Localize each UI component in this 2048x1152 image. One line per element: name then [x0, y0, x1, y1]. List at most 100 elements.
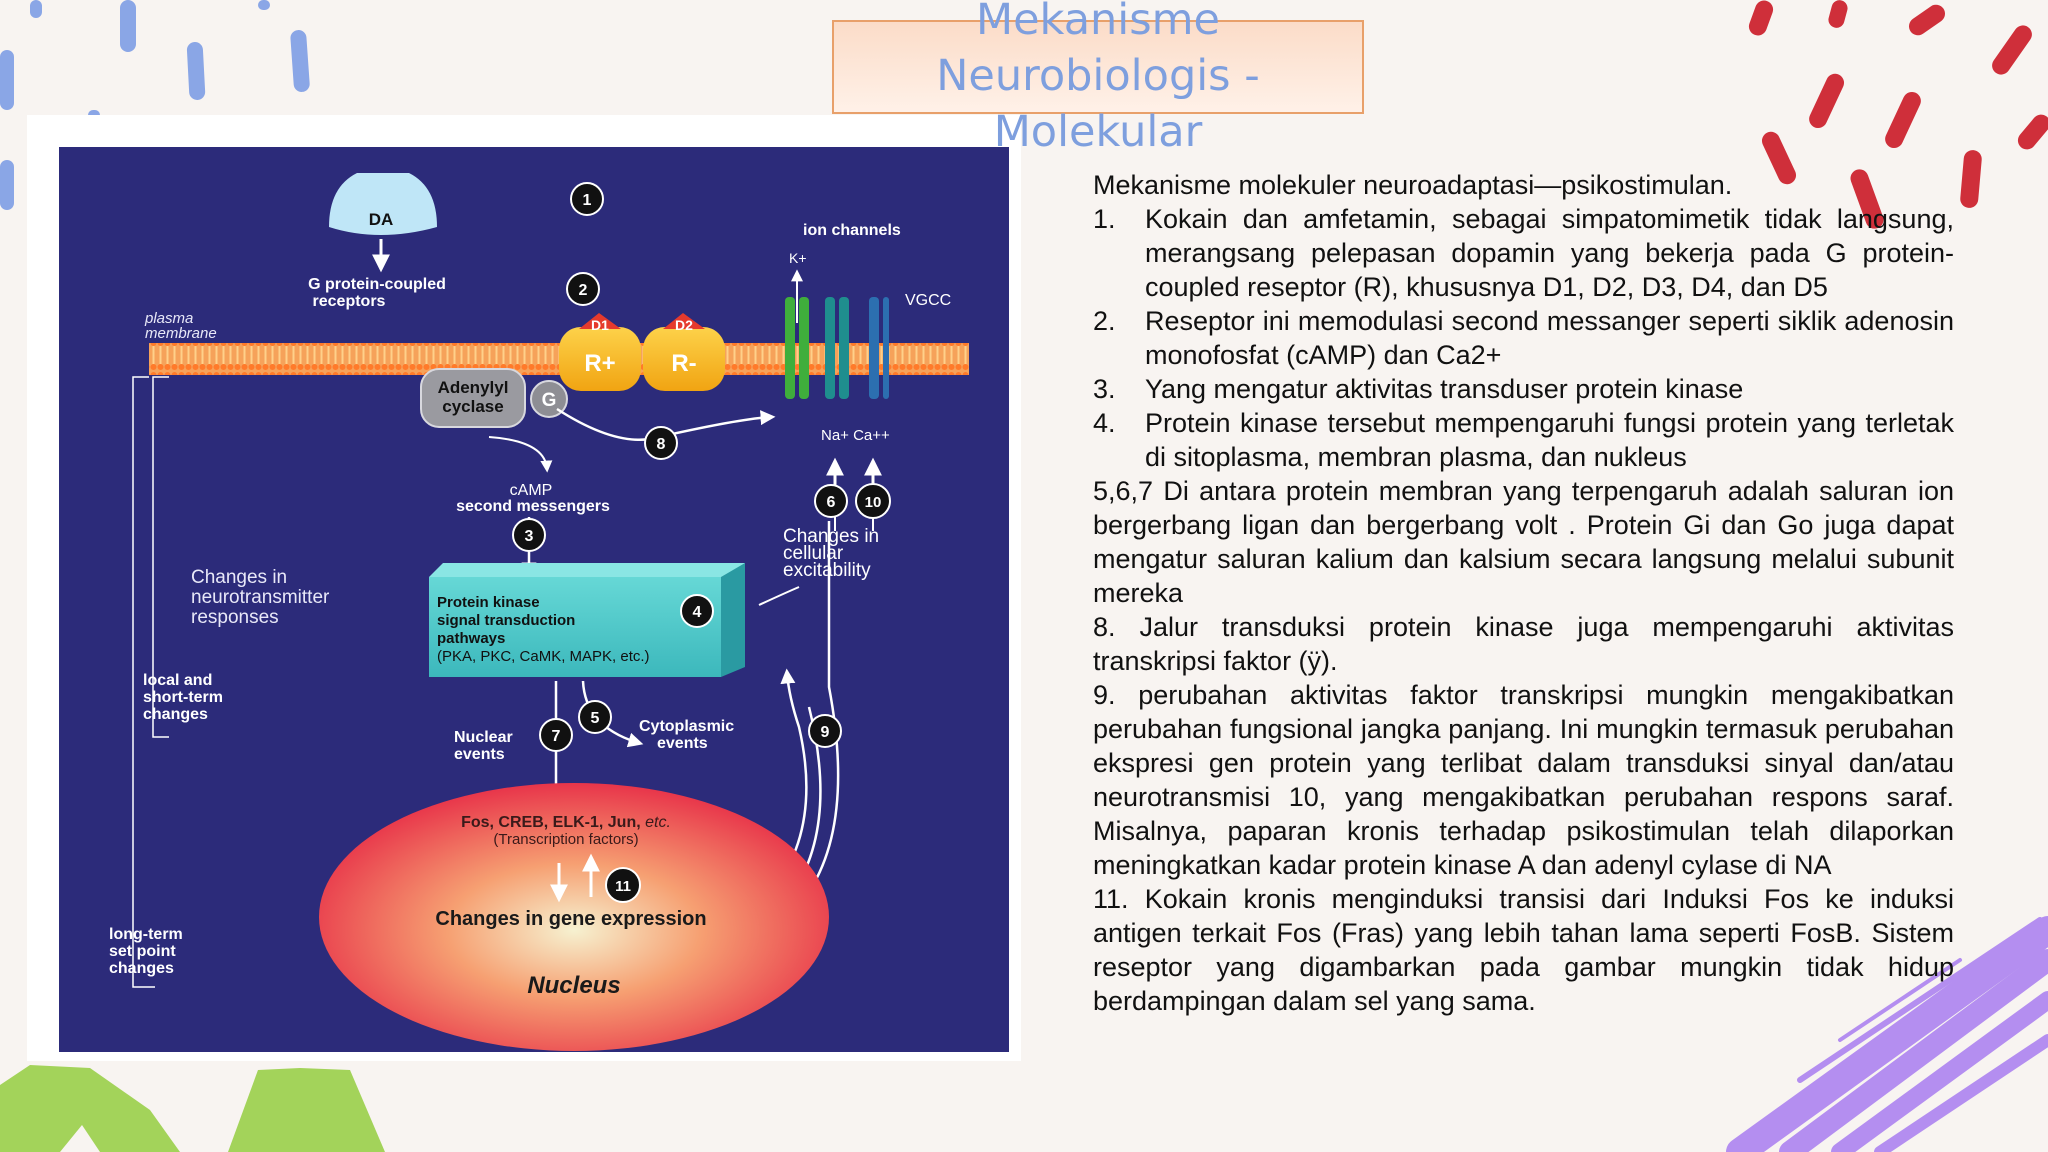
list-item-text: Kokain dan amfetamin, sebagai simpatomim… [1145, 204, 1954, 302]
step-badge-7: 7 [539, 718, 573, 752]
list-item-number: 3. [1093, 374, 1116, 404]
long-term-line2: set point [109, 943, 176, 960]
local-short-line2: short-term [143, 689, 223, 706]
svg-text:9: 9 [821, 724, 830, 741]
blue-brush-strokes [0, 0, 310, 210]
purple-brush-strokes [1726, 916, 2048, 1152]
paragraph: 5,6,7 Di antara protein membran yang ter… [1093, 476, 1954, 608]
title-box: Mekanisme Neurobiologis - Molekular [832, 0, 1364, 157]
k-channel [785, 297, 809, 399]
nuclear-events-line1: Nuclear [454, 729, 513, 746]
excitability-line3: excitability [783, 560, 871, 581]
da-label: DA [369, 210, 394, 229]
step-badge-3: 3 [512, 518, 546, 552]
tf-sub-label: (Transcription factors) [493, 831, 638, 848]
green-brush-shapes [0, 1065, 385, 1152]
neurotransmitter-line1: Changes in [191, 567, 287, 588]
svg-text:Protein kinase: Protein kinase [437, 594, 540, 611]
svg-text:8: 8 [657, 436, 666, 453]
intro-line: Mekanisme molekuler neuroadaptasi—psikos… [1093, 170, 1733, 200]
list-item: 3. Yang mengatur aktivitas transduser pr… [1093, 372, 1954, 406]
nucleus-label: Nucleus [527, 972, 620, 999]
neurotransmitter-line3: responses [191, 607, 279, 628]
gpcr-label-line2: receptors [313, 293, 386, 310]
svg-text:cyclase: cyclase [442, 397, 503, 416]
gpcr-label-line1: G protein-coupled [308, 276, 446, 293]
cytoplasmic-events-line2: events [657, 735, 708, 752]
svg-text:Adenylyl: Adenylyl [438, 378, 509, 397]
receptor-r-plus: D1 R+ [559, 313, 641, 391]
dopamine-shape [329, 173, 437, 235]
plasma-label-line1: plasma [144, 310, 193, 327]
neurotransmitter-line2: neurotransmitter [191, 587, 330, 608]
list-item: 4. Protein kinase tersebut mempengaruhi … [1093, 406, 1954, 474]
svg-text:signal transduction: signal transduction [437, 612, 575, 629]
step-badge-1: 1 [570, 182, 604, 216]
paragraph: 11. Kokain kronis menginduksi transisi d… [1093, 884, 1954, 1016]
list-item: 1. Kokain dan amfetamin, sebagai simpato… [1093, 202, 1954, 304]
r-plus-label: R+ [584, 350, 615, 377]
neuroadaptation-diagram: DA G protein-coupled receptors plasma me… [59, 147, 1009, 1052]
g-protein-label: G [542, 390, 557, 411]
svg-text:2: 2 [579, 282, 588, 299]
svg-text:6: 6 [827, 494, 836, 511]
step-badge-9: 9 [808, 714, 842, 748]
paragraph: 8. Jalur transduksi protein kinase juga … [1093, 612, 1954, 676]
step-badge-4: 4 [680, 594, 714, 628]
list-item-text: Reseptor ini memodulasi second messanger… [1145, 306, 1954, 370]
d2-label: D2 [675, 317, 693, 333]
list-item-text: Protein kinase tersebut mempengaruhi fun… [1145, 408, 1954, 472]
svg-text:pathways: pathways [437, 630, 505, 647]
adenylyl-cyclase: Adenylyl cyclase G [420, 368, 568, 428]
step-badge-11: 11 [605, 867, 641, 903]
step-badge-5: 5 [578, 700, 612, 734]
list-item-text: Yang mengatur aktivitas transduser prote… [1145, 374, 1744, 404]
nucleus [319, 783, 829, 1051]
k-label: K+ [789, 250, 807, 266]
step-badge-8: 8 [644, 426, 678, 460]
camp-label: cAMP [510, 482, 553, 499]
list-item-number: 2. [1093, 306, 1116, 336]
step-badge-6: 6 [814, 484, 848, 518]
svg-text:5: 5 [591, 710, 600, 727]
plasma-label-line2: membrane [145, 325, 217, 342]
gene-expression-label: Changes in gene expression [435, 908, 706, 930]
pk-examples-label: (PKA, PKC, CaMK, MAPK, etc.) [437, 648, 650, 665]
vgcc-label: VGCC [905, 292, 951, 309]
local-short-line1: local and [143, 672, 212, 689]
list-item: 2. Reseptor ini memodulasi second messan… [1093, 304, 1954, 372]
red-brush-strokes [1748, 0, 2048, 229]
ion-channels-label: ion channels [803, 222, 901, 239]
svg-text:3: 3 [525, 528, 534, 545]
list-item-number: 4. [1093, 408, 1116, 438]
step-badge-10: 10 [855, 483, 891, 519]
list-item-number: 1. [1093, 204, 1116, 234]
long-term-line1: long-term [109, 926, 183, 943]
second-messengers-label: second messengers [456, 498, 610, 515]
svg-text:4: 4 [693, 604, 702, 621]
tf-names-label: Fos, CREB, ELK-1, Jun, etc. [461, 814, 671, 831]
na-channel [825, 297, 849, 399]
svg-text:7: 7 [552, 728, 561, 745]
short-term-bracket [152, 376, 169, 738]
description-text: Mekanisme molekuler neuroadaptasi—psikos… [1093, 168, 1954, 1018]
long-term-line3: changes [109, 960, 174, 977]
cytoplasmic-events-line1: Cytoplasmic [639, 718, 734, 735]
r-minus-label: R- [671, 350, 696, 377]
na-ca-label: Na+ Ca++ [821, 427, 890, 444]
diagram-canvas: DA G protein-coupled receptors plasma me… [109, 173, 969, 1051]
local-short-line3: changes [143, 706, 208, 723]
d1-label: D1 [591, 317, 609, 333]
step-badge-2: 2 [566, 272, 600, 306]
svg-text:10: 10 [865, 494, 882, 511]
long-term-bracket [132, 376, 155, 988]
protein-kinase-box: Protein kinase signal transduction pathw… [429, 563, 745, 677]
svg-text:11: 11 [615, 878, 631, 895]
svg-text:1: 1 [583, 192, 592, 209]
vgcc-channel [869, 297, 889, 399]
excitability-line1: Changes in [783, 526, 879, 547]
receptor-r-minus: D2 R- [643, 313, 725, 391]
nuclear-events-line2: events [454, 746, 505, 763]
paragraph: 9. perubahan aktivitas faktor transkrips… [1093, 680, 1954, 880]
